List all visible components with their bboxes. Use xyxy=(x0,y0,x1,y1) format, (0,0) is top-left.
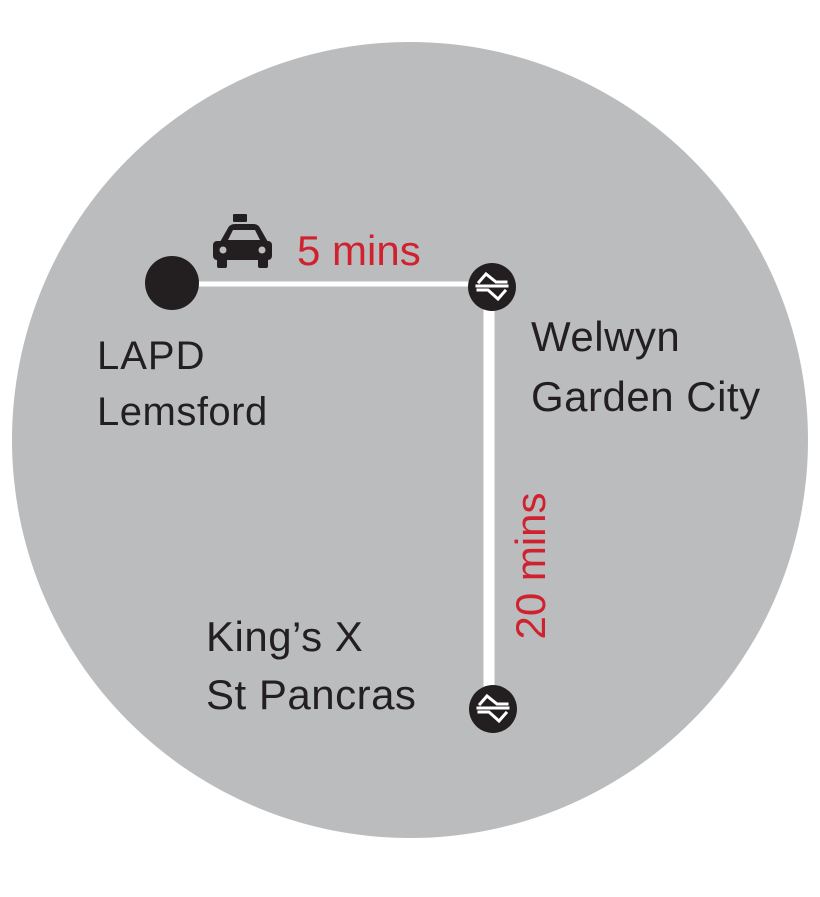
welwyn-rail-icon xyxy=(468,263,516,311)
train-duration-label: 20 mins xyxy=(507,492,554,640)
welwyn-station-line1: Welwyn xyxy=(531,313,681,360)
welwyn-station-line2: Garden City xyxy=(531,373,761,420)
kings-cross-station-line1: King’s X xyxy=(206,613,364,660)
kings-cross-rail-icon xyxy=(469,685,517,733)
background-disc xyxy=(12,42,808,838)
origin-dot-icon xyxy=(145,256,199,310)
origin-name-line2: Lemsford xyxy=(97,390,268,434)
taxi-icon xyxy=(213,214,272,268)
origin-name-line1: LAPD xyxy=(97,334,206,378)
kings-cross-station-line2: St Pancras xyxy=(206,671,417,718)
taxi-duration-label: 5 mins xyxy=(297,227,421,274)
